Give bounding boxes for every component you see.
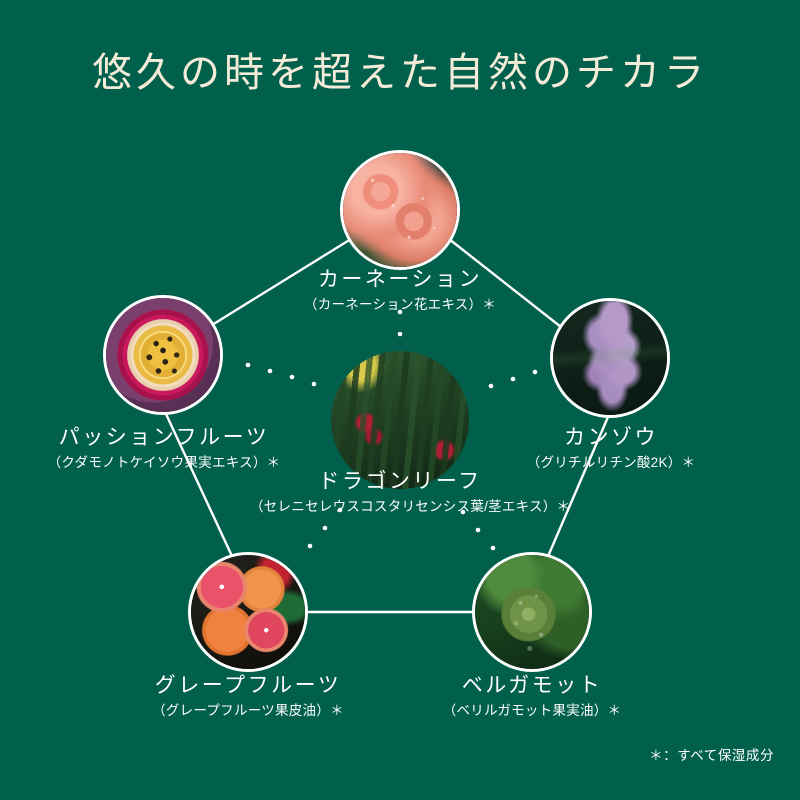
ingredient-sub-dragonleaf: （セレニセレウスコスタリセンシス葉/茎エキス）＊ xyxy=(250,499,571,515)
ingredient-image-licorice[interactable] xyxy=(550,298,670,418)
licorice-photo-art xyxy=(553,301,667,415)
dot xyxy=(307,543,313,549)
grapefruit-photo-art xyxy=(191,555,305,669)
dot xyxy=(460,509,466,515)
page-title: 悠久の時を超えた自然のチカラ xyxy=(92,50,708,95)
ingredient-label-dragonleaf: ドラゴンリーフ （セレニセレウスコスタリセンシス葉/茎エキス）＊ xyxy=(250,468,571,518)
ingredient-sub-carnation: （カーネーション花エキス）＊ xyxy=(303,297,497,313)
ingredient-label-bergamot: ベルガモット （ベリルガモット果実油）＊ xyxy=(412,672,652,722)
dotted-connectors xyxy=(245,265,560,551)
ingredient-label-licorice: カンゾウ （グリチルリチン酸2K）＊ xyxy=(520,424,702,474)
dot xyxy=(245,362,251,368)
line-carnation-licorice xyxy=(447,237,563,329)
dot xyxy=(337,507,343,513)
line-passionfruit-grapefruit xyxy=(164,412,233,556)
ingredient-sub-grapefruit: （グレープフルーツ果皮油）＊ xyxy=(152,703,344,719)
ingredient-image-bergamot[interactable] xyxy=(472,552,592,672)
ingredient-label-carnation: カーネーション （カーネーション花エキス）＊ xyxy=(280,266,520,316)
dot xyxy=(397,331,403,337)
ingredient-name-grapefruit: グレープフルーツ xyxy=(154,674,342,697)
ingredient-image-passionfruit[interactable] xyxy=(103,295,223,415)
ingredient-image-dragonleaf[interactable] xyxy=(331,351,469,489)
dot xyxy=(267,368,273,374)
ingredient-label-passionfruit: パッションフルーツ （クダモノトケイソウ果実エキス）＊ xyxy=(33,424,295,474)
dot xyxy=(289,374,295,380)
bergamot-photo-art xyxy=(475,555,589,669)
ingredient-name-bergamot: ベルガモット xyxy=(461,674,603,697)
dot xyxy=(510,376,516,382)
ingredient-name-licorice: カンゾウ xyxy=(563,426,659,449)
ingredient-name-dragonleaf: ドラゴンリーフ xyxy=(318,470,482,493)
dot xyxy=(475,527,481,533)
dot xyxy=(488,383,494,389)
dot xyxy=(490,545,496,551)
ingredient-label-grapefruit: グレープフルーツ （グレープフルーツ果皮油）＊ xyxy=(128,672,368,722)
passionfruit-photo-art xyxy=(106,298,220,412)
ingredient-sub-bergamot: （ベリルガモット果実油）＊ xyxy=(442,703,622,719)
dot xyxy=(397,309,403,315)
line-licorice-bergamot xyxy=(547,415,610,556)
dot xyxy=(532,369,538,375)
ingredient-name-passionfruit: パッションフルーツ xyxy=(58,426,270,449)
ingredient-sub-passionfruit: （クダモノトケイソウ果実エキス）＊ xyxy=(47,455,281,471)
carnation-photo-art xyxy=(343,153,457,267)
dot xyxy=(311,381,317,387)
line-carnation-passionfruit xyxy=(210,237,353,327)
ingredient-sub-licorice: （グリチルリチン酸2K）＊ xyxy=(526,455,696,471)
dragonleaf-photo-art xyxy=(331,351,469,489)
ingredient-image-grapefruit[interactable] xyxy=(188,552,308,672)
dot xyxy=(322,525,328,531)
ingredient-name-carnation: カーネーション xyxy=(317,268,483,291)
footnote: ＊：すべて保湿成分 xyxy=(649,748,774,763)
ingredient-image-carnation[interactable] xyxy=(340,150,460,270)
